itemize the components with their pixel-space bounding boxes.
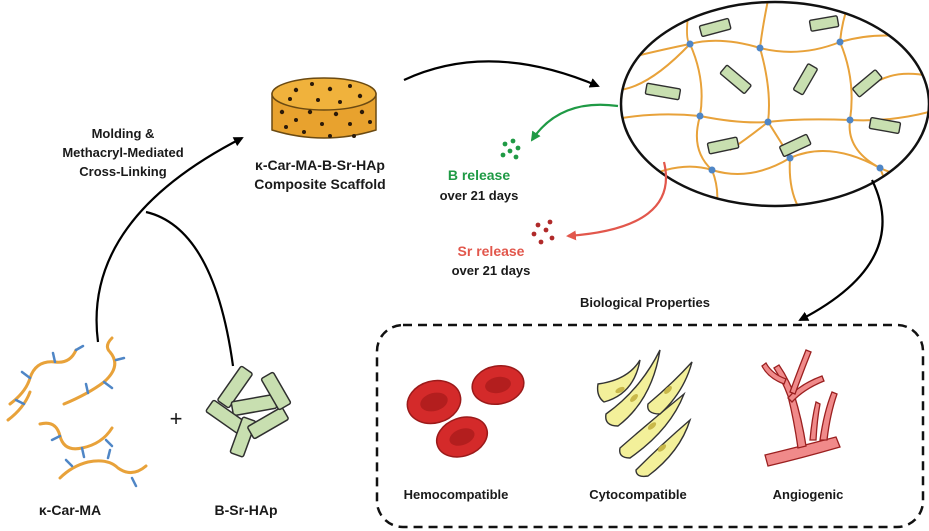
composite-scaffold-icon (271, 77, 377, 139)
hemocompatible-label: Hemocompatible (403, 487, 509, 502)
sr-release-duration: over 21 days (451, 263, 531, 278)
b-release-duration: over 21 days (439, 188, 519, 203)
cross-linking-label-line2: Methacryl-Mediated (62, 145, 184, 160)
blood-vessel-icon (761, 349, 841, 467)
scaffold-label-line1: κ-Car-MA-B-Sr-HAp (255, 157, 385, 173)
sr-release-dots (531, 219, 555, 245)
b-release-dots (500, 138, 521, 160)
particles-icon (205, 365, 292, 458)
zoom-arrow (403, 60, 600, 88)
angiogenic-label: Angiogenic (772, 487, 844, 502)
polymer-label: κ-Car-MA (38, 502, 102, 518)
polymer-network-icon (6, 336, 148, 480)
cross-linking-label-line3: Cross-Linking (79, 164, 167, 179)
red-blood-cells-icon (406, 365, 525, 458)
particles-label: B-Sr-HAp (214, 502, 278, 518)
b-release-label: B release (447, 167, 511, 183)
sr-release-label: Sr release (457, 243, 525, 259)
cells-icon (596, 349, 693, 478)
cell-nuclei-icon (615, 386, 672, 452)
properties-arrow (798, 179, 884, 321)
biological-properties-box (375, 323, 925, 529)
synthesis-arrow (95, 137, 244, 367)
plus-sign: + (169, 406, 183, 431)
network-zoom-ellipse (619, 0, 929, 208)
cross-linking-label-line1: Molding & (91, 126, 155, 141)
cytocompatible-label: Cytocompatible (589, 487, 687, 502)
methacryl-group-icon (14, 344, 138, 488)
scaffold-label-line2: Composite Scaffold (254, 176, 386, 192)
b-release-arrow (530, 103, 619, 142)
sr-release-arrow (566, 161, 667, 241)
biological-properties-title: Biological Properties (579, 295, 711, 310)
